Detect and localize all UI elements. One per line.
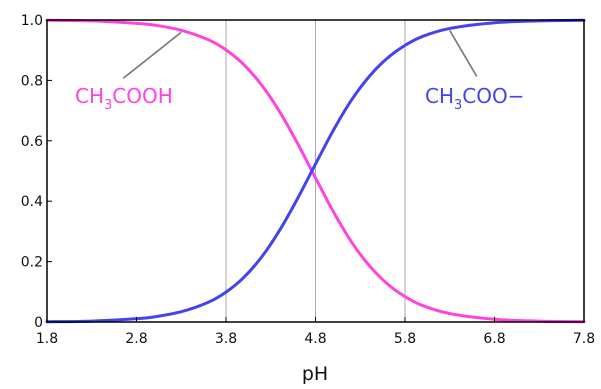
y-tick-label: 1.0 xyxy=(21,13,43,29)
x-tick-label: 3.8 xyxy=(215,331,237,347)
x-tick-label: 6.8 xyxy=(483,331,505,347)
y-tick-label: 0.8 xyxy=(21,73,43,89)
series-label: CH3COO− xyxy=(425,84,525,113)
series-label-pre: CH xyxy=(75,84,104,108)
series-label-pre: CH xyxy=(425,84,454,108)
x-tick-label: 5.8 xyxy=(394,331,416,347)
y-tick-label: 0 xyxy=(34,315,43,331)
x-tick-label: 1.8 xyxy=(36,331,58,347)
annotation-leader xyxy=(449,30,478,77)
series-label-post: COOH xyxy=(112,84,173,108)
y-tick-label: 0.6 xyxy=(21,134,43,150)
series-label-post: COO− xyxy=(462,84,524,108)
series-layer xyxy=(45,18,586,324)
x-tick-label: 4.8 xyxy=(304,331,326,347)
x-tick-label: 2.8 xyxy=(125,331,147,347)
x-axis-title: pH xyxy=(302,363,328,385)
series-line-0 xyxy=(45,18,586,324)
y-tick-label: 0.4 xyxy=(21,194,43,210)
reference-lines xyxy=(225,20,406,322)
annotation-leader xyxy=(122,31,182,79)
series-line-1 xyxy=(45,18,586,324)
y-tick-label: 0.2 xyxy=(21,255,43,271)
x-axis: 1.8 2.8 3.8 4.8 5.8 6.8 7.8 xyxy=(36,317,595,347)
series-label-sub: 3 xyxy=(454,98,462,113)
series-label-sub: 3 xyxy=(104,98,112,113)
series-label: CH3COOH xyxy=(75,84,173,113)
x-tick-label: 7.8 xyxy=(573,331,595,347)
y-axis: 0 0.2 0.4 0.6 0.8 1.0 xyxy=(21,13,52,331)
